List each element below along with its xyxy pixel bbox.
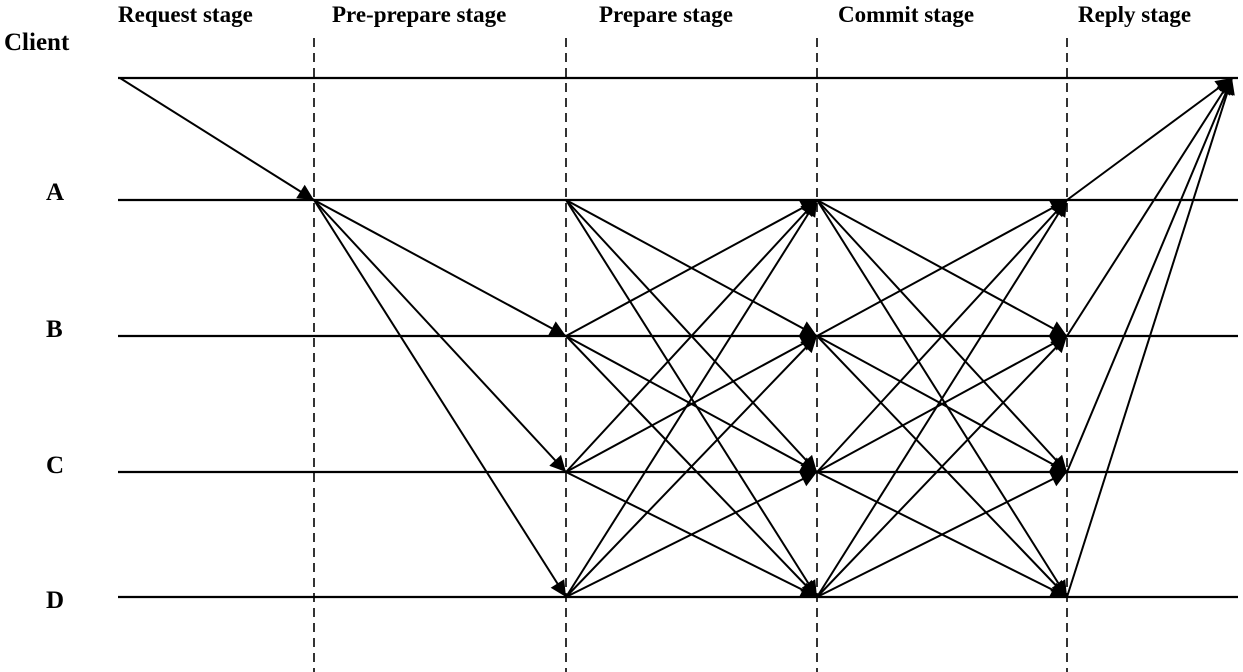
stage-boundaries — [313, 38, 1068, 672]
message-arrow-commit-d-to-b — [816, 335, 1068, 598]
stage-label-commit: Commit stage — [838, 2, 974, 27]
message-arrow-reply-d-to-client — [1066, 77, 1235, 598]
message-arrow-commit-c-to-a — [816, 199, 1068, 473]
node-label-a: A — [46, 179, 64, 206]
node-label-c: C — [46, 452, 64, 479]
message-arrow-pre-prepare-a-to-c — [313, 199, 567, 473]
node-label-client: Client — [4, 29, 70, 56]
node-label-d: D — [46, 587, 64, 614]
message-arrow-prepare-d-to-b — [565, 335, 818, 598]
message-arrow-reply-c-to-client — [1066, 77, 1234, 473]
node-label-b: B — [46, 316, 63, 343]
stage-label-request: Request stage — [118, 2, 253, 27]
message-arrow-prepare-b-to-a — [565, 199, 818, 337]
stage-label-reply: Reply stage — [1078, 2, 1191, 27]
message-arrow-commit-c-to-b — [816, 335, 1068, 473]
message-arrow-commit-b-to-a — [816, 199, 1068, 337]
message-arrow-prepare-d-to-a — [565, 199, 818, 598]
node-timelines — [118, 76, 1238, 599]
message-arrow-commit-d-to-a — [816, 199, 1068, 598]
message-arrow-prepare-c-to-a — [565, 199, 818, 473]
message-arrows — [119, 77, 1235, 598]
message-arrow-request-client-to-a — [119, 77, 315, 201]
stage-label-prepare: Prepare stage — [599, 2, 733, 27]
message-arrow-reply-b-to-client — [1066, 77, 1233, 337]
stage-label-pre-prepare: Pre-prepare stage — [332, 2, 506, 27]
message-arrow-prepare-d-to-c — [565, 471, 818, 598]
message-arrow-reply-a-to-client — [1066, 77, 1233, 201]
message-arrow-commit-d-to-c — [816, 471, 1068, 598]
message-arrow-pre-prepare-a-to-d — [313, 199, 567, 598]
message-arrow-prepare-c-to-b — [565, 335, 818, 473]
message-arrow-pre-prepare-a-to-b — [313, 199, 567, 337]
